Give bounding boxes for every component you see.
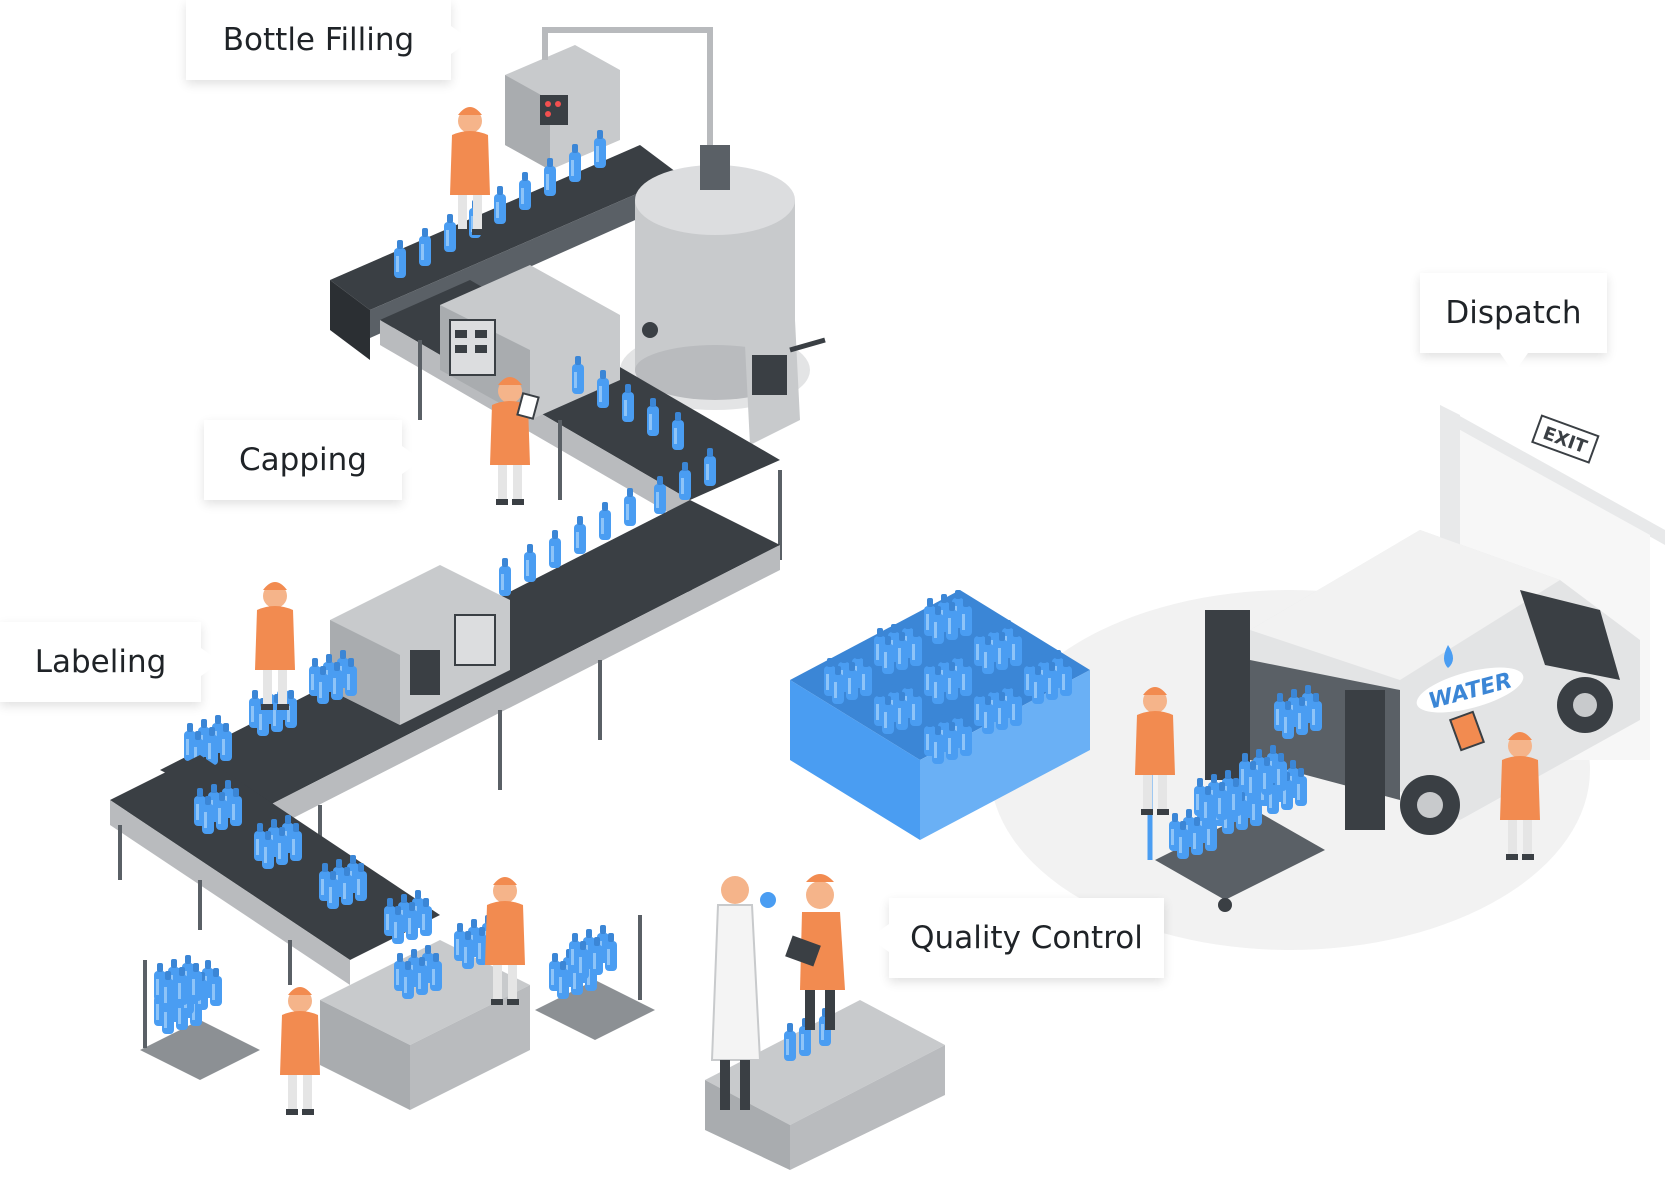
water-drop-icon <box>1444 645 1453 668</box>
callout-quality-control: Quality Control <box>869 898 1164 978</box>
callout-bottle-filling: Bottle Filling <box>186 0 471 80</box>
label-quality-control: Quality Control <box>910 920 1143 956</box>
callout-pointer <box>869 924 889 952</box>
clipboard-tablet <box>516 392 540 420</box>
callout-pointer <box>1499 353 1528 373</box>
callout-labeling: Labeling <box>0 622 221 702</box>
callout-pointer <box>201 648 221 676</box>
delivery-van: WATER <box>1205 530 1640 835</box>
callout-dispatch: Dispatch <box>1420 273 1607 373</box>
label-dispatch: Dispatch <box>1445 295 1582 331</box>
exit-sign: EXIT <box>1531 414 1600 464</box>
lab-scientist <box>710 876 776 1110</box>
labeling-machine <box>330 565 510 725</box>
callout-capping: Capping <box>204 420 422 500</box>
qc-bottle-1 <box>784 1023 796 1061</box>
label-labeling: Labeling <box>34 644 167 680</box>
trolley-right <box>535 915 655 1040</box>
filling-machine <box>505 27 713 170</box>
label-capping: Capping <box>239 442 367 478</box>
tank-control-panel <box>745 320 826 445</box>
packing-worker-1 <box>280 987 320 1115</box>
packing-conveyor <box>110 755 440 985</box>
callout-pointer <box>402 446 422 474</box>
trolley-left <box>140 955 260 1080</box>
label-bottle-filling: Bottle Filling <box>222 22 415 58</box>
callout-pointer <box>451 26 471 54</box>
bottle-pallet <box>790 590 1090 840</box>
dispatch-clipboard <box>1448 710 1486 752</box>
qc-inspector <box>785 874 845 1030</box>
